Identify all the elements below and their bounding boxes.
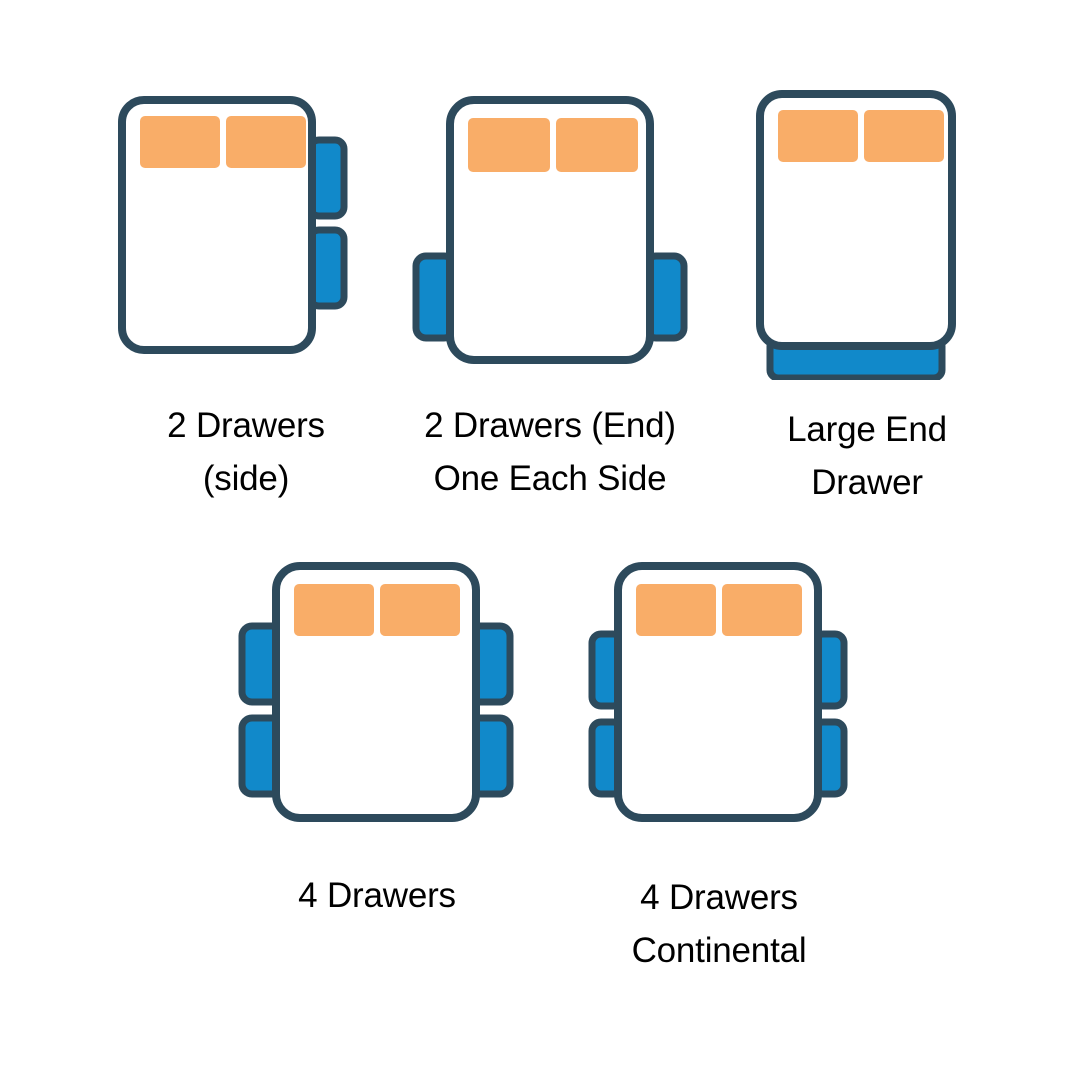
bed-option-2-drawers-end-one-each-side[interactable]: 2 Drawers (End) One Each Side bbox=[400, 88, 700, 505]
pillow-left bbox=[294, 584, 374, 636]
bed-option-label: 2 Drawers (End) One Each Side bbox=[424, 406, 676, 498]
bed-option-large-end-drawer[interactable]: Large End Drawer bbox=[742, 80, 992, 509]
drawer-group-sides bbox=[412, 252, 688, 342]
pillow-group bbox=[294, 584, 460, 636]
bed-option-label: 4 Drawers Continental bbox=[631, 878, 807, 970]
bed-option-label: 4 Drawers bbox=[298, 876, 456, 915]
pillow-right bbox=[864, 110, 944, 162]
pillow-group bbox=[468, 118, 638, 172]
pillow-group bbox=[636, 584, 802, 636]
bed-diagram-2-drawers-side bbox=[118, 96, 348, 354]
pillow-left bbox=[140, 116, 220, 168]
pillow-right bbox=[722, 584, 802, 636]
bed-option-2-drawers-side[interactable]: 2 Drawers (side) bbox=[96, 88, 396, 505]
bed-diagram-2-drawers-end bbox=[412, 96, 688, 364]
pillow-group bbox=[140, 116, 306, 168]
pillow-left bbox=[636, 584, 716, 636]
bed-option-4-drawers-continental[interactable]: 4 Drawers Continental bbox=[574, 552, 864, 977]
pillow-left bbox=[778, 110, 858, 162]
bed-diagram-large-end-drawer bbox=[756, 90, 956, 380]
pillow-left bbox=[468, 118, 550, 172]
bed-option-label: 2 Drawers (side) bbox=[167, 406, 325, 498]
bed-option-label: Large End Drawer bbox=[787, 410, 947, 502]
bed-diagram-4-drawers-continental bbox=[588, 562, 848, 822]
drawer-group-right bbox=[306, 136, 348, 310]
pillow-right bbox=[556, 118, 638, 172]
bed-diagram-4-drawers bbox=[238, 562, 514, 822]
bed-option-4-drawers[interactable]: 4 Drawers bbox=[232, 552, 522, 923]
pillow-right bbox=[380, 584, 460, 636]
pillow-right bbox=[226, 116, 306, 168]
pillow-group bbox=[778, 110, 944, 162]
